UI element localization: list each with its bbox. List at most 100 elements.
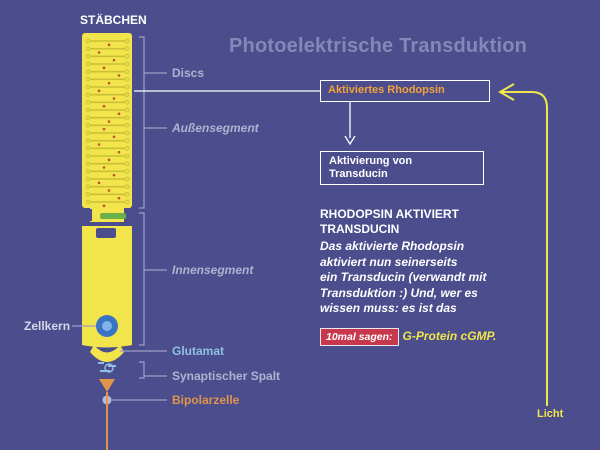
g-protein-text: G-Protein cGMP.	[402, 329, 497, 343]
disc-rim	[124, 38, 130, 44]
disc-rim	[85, 99, 91, 105]
rhodopsin-molecule	[107, 120, 111, 123]
disc-rim	[124, 99, 130, 105]
transducin-activation-line1: Aktivierung von	[329, 155, 413, 167]
disc-rim	[124, 199, 130, 205]
inner-segment	[82, 226, 132, 348]
rhodopsin-molecule	[102, 204, 106, 208]
g-protein-tagline: 10mal sagen:G-Protein cGMP.	[320, 327, 496, 346]
disc-rim	[124, 69, 130, 75]
disc-rim	[85, 115, 91, 121]
disc-rim	[85, 153, 91, 159]
disc-rim	[124, 176, 130, 182]
disc-rim	[124, 107, 130, 113]
rhodopsin-molecule	[107, 158, 111, 162]
disc-rim	[85, 61, 91, 67]
light-arrow	[502, 91, 548, 406]
explanation-line: aktiviert nun seinerseits	[320, 254, 458, 269]
activated-rhodopsin-box: Aktiviertes Rhodopsin	[320, 80, 490, 102]
label-inner-segment: Innensegment	[172, 263, 254, 277]
glutamate-vesicles	[98, 362, 116, 373]
disc-rim	[85, 168, 91, 174]
repeat-badge: 10mal sagen:	[320, 328, 399, 346]
outer-segment	[82, 33, 132, 208]
disc-rim	[85, 46, 91, 52]
disc-rim	[85, 69, 91, 75]
explanation-line: Transduktion :) Und, wer es	[320, 285, 478, 300]
disc-rim	[124, 115, 130, 121]
disc-rim	[85, 145, 91, 151]
explanation-line: wissen muss: es ist das	[320, 301, 457, 315]
disc-rim	[124, 145, 130, 151]
label-discs: Discs	[172, 66, 205, 80]
disc-rim	[85, 176, 91, 182]
rhodopsin-molecule	[117, 196, 121, 200]
disc-rim	[124, 153, 130, 159]
rhodopsin-molecule	[102, 66, 106, 70]
disc-rim	[85, 122, 91, 128]
disc-rim	[124, 46, 130, 52]
rhodopsin-molecule	[117, 150, 121, 154]
label-synaptic-cleft: Synaptischer Spalt	[172, 369, 281, 383]
disc-rim	[85, 191, 91, 197]
disc-rim	[124, 92, 130, 98]
bipolar-cell-dendrite	[99, 379, 115, 392]
explanation-heading: RHODOPSIN AKTIVIERT TRANSDUCIN	[320, 207, 459, 236]
disc-rim	[85, 130, 91, 136]
rhodopsin-molecule	[112, 173, 116, 177]
rhodopsin-molecule	[107, 189, 111, 192]
rhodopsin-molecule	[107, 43, 111, 47]
synaptic-terminal	[90, 345, 124, 362]
label-light: Licht	[537, 408, 564, 420]
transducin-activation-line2: Transducin	[329, 168, 388, 180]
rhodopsin-molecule	[107, 81, 111, 85]
rod-label: STÄBCHEN	[80, 13, 147, 27]
rhodopsin-molecule	[97, 89, 101, 93]
disc-rim	[124, 184, 130, 190]
disc-rim	[124, 61, 130, 67]
rhodopsin-molecule	[102, 127, 106, 131]
rhodopsin-molecule	[112, 58, 116, 62]
rhodopsin-molecule	[97, 143, 101, 146]
rhodopsin-molecule	[97, 181, 101, 185]
label-glutamate: Glutamat	[172, 344, 225, 358]
rhodopsin-molecule	[97, 51, 101, 54]
disc-rim	[124, 122, 130, 128]
disc-rim	[85, 199, 91, 205]
cilium-marker	[100, 213, 126, 219]
disc-rim	[85, 84, 91, 90]
label-outer-segment: Außensegment	[172, 121, 259, 135]
disc-rim	[124, 130, 130, 136]
label-bipolar-cell: Bipolarzelle	[172, 393, 240, 407]
disc-rim	[85, 92, 91, 98]
disc-rim	[85, 184, 91, 190]
disc-rim	[85, 53, 91, 59]
disc-rim	[124, 84, 130, 90]
disc-rim	[124, 161, 130, 167]
rhodopsin-molecule	[112, 97, 116, 100]
page-title: Photoelektrische Transduktion	[229, 35, 528, 57]
segment-brackets	[72, 36, 167, 401]
disc-rim	[124, 191, 130, 197]
rhodopsin-molecule	[117, 74, 121, 77]
disc-rim	[124, 168, 130, 174]
disc-rim	[124, 138, 130, 144]
rhodopsin-molecule	[102, 166, 106, 169]
transducin-activation-box: Aktivierung von Transducin	[320, 151, 484, 185]
explanation-line: ein Transducin (verwandt mit	[320, 270, 487, 284]
rhodopsin-molecule	[112, 135, 116, 139]
explanation-line: Das aktivierte Rhodopsin	[320, 239, 465, 253]
disc-rim	[85, 107, 91, 113]
explanation-text: Das aktivierte Rhodopsin aktiviert nun s…	[320, 239, 486, 317]
disc-rim	[85, 76, 91, 82]
disc-rim	[124, 53, 130, 59]
rhodopsin-molecule	[117, 112, 121, 116]
disc-rim	[85, 138, 91, 144]
label-nucleus: Zellkern	[24, 319, 71, 333]
disc-stack	[85, 38, 130, 208]
rhodopsin-molecule	[102, 104, 106, 108]
activated-rhodopsin-label: Aktiviertes Rhodopsin	[328, 84, 445, 96]
disc-rim	[124, 76, 130, 82]
